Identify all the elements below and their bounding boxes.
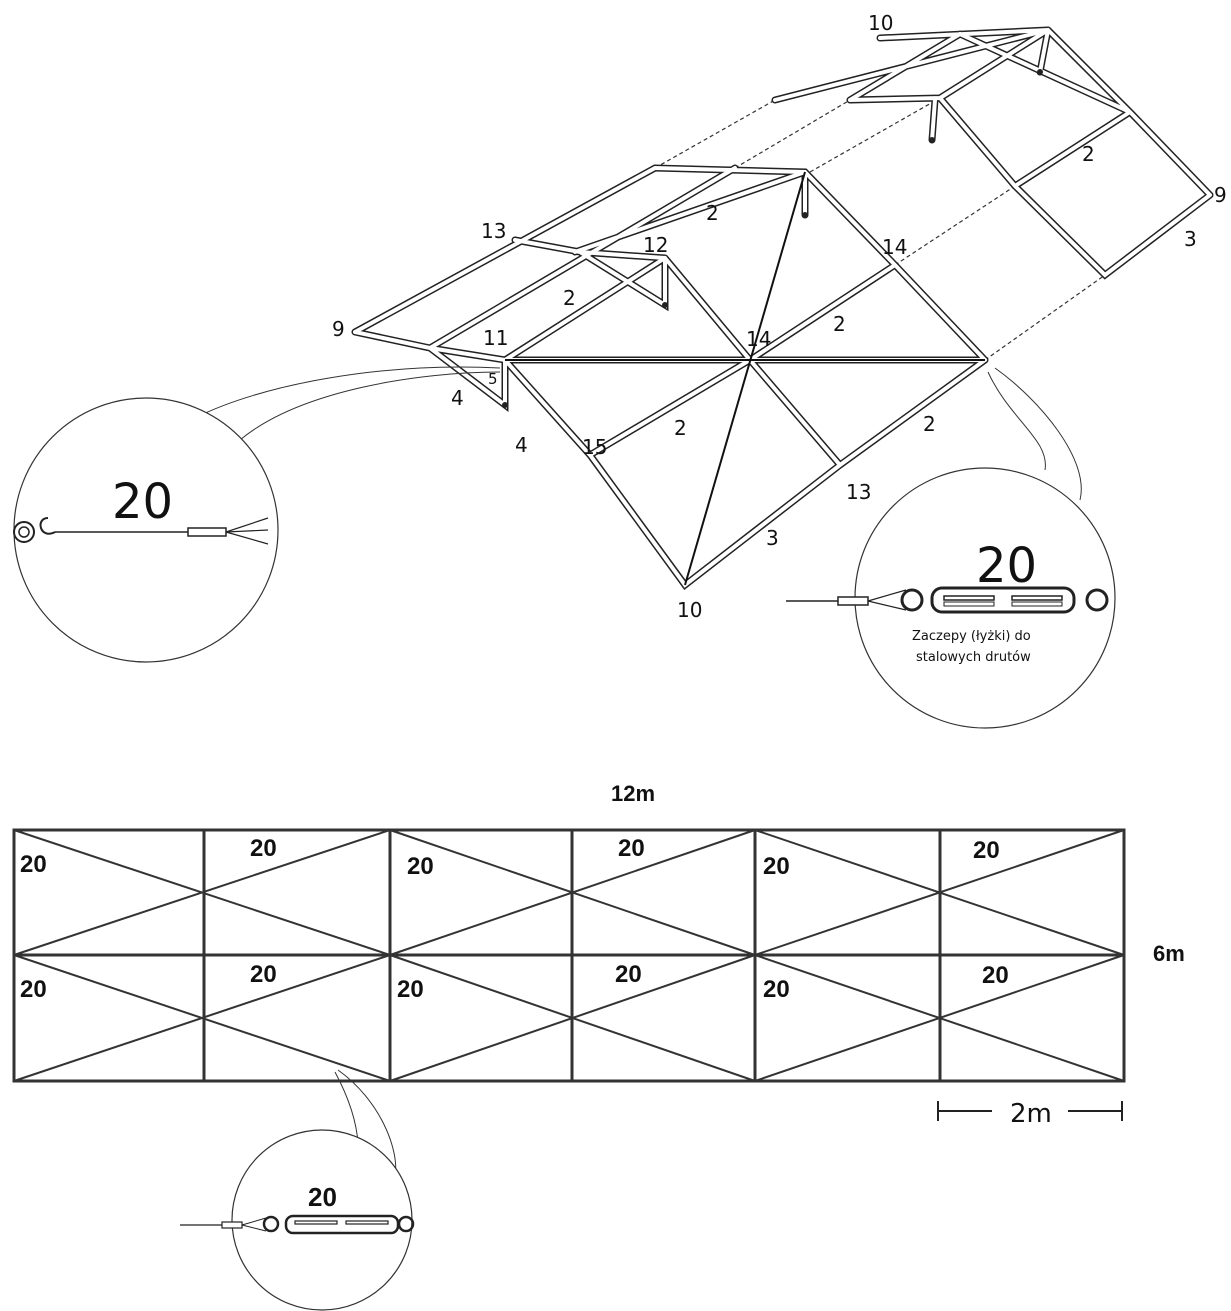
- joints: [502, 69, 1043, 408]
- panel-label: 20: [618, 835, 645, 862]
- frame-tubes: [351, 26, 1214, 590]
- steel-wires: [505, 171, 985, 586]
- plan-height-label: 6m: [1153, 941, 1185, 966]
- part-labels: 10 9 3 2 2 13 12 14 9 2 11 14 2 5 4 4 15…: [332, 11, 1227, 622]
- turnbuckle-icon: [786, 586, 1109, 614]
- label-mid-2c: 2: [833, 312, 846, 336]
- plan-panel-labels: 20 20 20 20 20 20 20 20 20 20 20 20: [20, 835, 1009, 1003]
- panel-label: 20: [250, 961, 277, 988]
- panel-label: 20: [20, 976, 47, 1003]
- turnbuckle-small-icon: [180, 1214, 415, 1235]
- panel-label: 20: [763, 976, 790, 1003]
- label-right-2: 2: [1082, 142, 1095, 166]
- detail-right-caption-2: stalowych drutów: [916, 650, 1031, 665]
- label-bottom-13: 13: [846, 480, 871, 504]
- scale-label: 2m: [1010, 1099, 1052, 1129]
- label-left-4a: 4: [451, 386, 464, 410]
- label-left-9: 9: [332, 317, 345, 341]
- label-right-14: 14: [882, 235, 907, 259]
- detail-bottom-label: 20: [308, 1182, 337, 1212]
- plan-bracing: [13, 829, 1125, 1082]
- panel-label: 20: [763, 853, 790, 880]
- panel-label: 20: [250, 835, 277, 862]
- label-mid-2b: 2: [563, 286, 576, 310]
- label-bottom-3: 3: [766, 526, 779, 550]
- label-left-12: 12: [643, 233, 668, 257]
- plan-view: 12m 6m 20 20 20 20: [12, 781, 1185, 1129]
- panel-label: 20: [973, 837, 1000, 864]
- detail-bubble-right: 20 Zaczepy (łyżki) do stalowych drutów: [786, 367, 1116, 729]
- label-mid-2a: 2: [706, 201, 719, 225]
- detail-right-caption-1: Zaczepy (łyżki) do: [912, 629, 1031, 644]
- tent-frame: 10 9 3 2 2 13 12 14 9 2 11 14 2 5 4 4 15…: [332, 11, 1227, 622]
- label-right-3: 3: [1184, 227, 1197, 251]
- detail-left-label: 20: [112, 474, 173, 530]
- label-bottom-15: 15: [582, 435, 607, 459]
- label-bottom-2b: 2: [923, 412, 936, 436]
- label-left-13: 13: [481, 219, 506, 243]
- label-small-5: 5: [488, 370, 498, 388]
- label-bottom-2a: 2: [674, 416, 687, 440]
- detail-right-label: 20: [976, 538, 1037, 594]
- panel-label: 20: [615, 961, 642, 988]
- section-separators: [654, 97, 1106, 361]
- label-bottom-10: 10: [677, 598, 702, 622]
- panel-label: 20: [20, 851, 47, 878]
- detail-bubble-left: 20: [13, 366, 501, 663]
- hook-wire-icon: [13, 517, 269, 545]
- label-top-10: 10: [868, 11, 893, 35]
- detail-bubble-bottom: 20: [180, 1069, 415, 1311]
- plan-width-label: 12m: [611, 781, 655, 806]
- panel-label: 20: [397, 976, 424, 1003]
- label-center-11: 11: [483, 326, 508, 350]
- panel-label: 20: [407, 853, 434, 880]
- label-center-14: 14: [746, 327, 771, 351]
- panel-label: 20: [982, 962, 1009, 989]
- scale-bar: 2m: [937, 1099, 1123, 1129]
- label-left-4b: 4: [515, 433, 528, 457]
- label-right-9: 9: [1214, 183, 1227, 207]
